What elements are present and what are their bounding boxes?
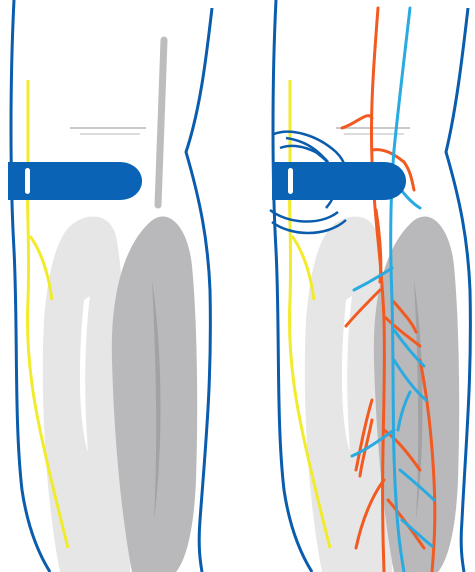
limb-outline-right-inner [273, 0, 312, 572]
cuff-mark-left [25, 168, 30, 194]
limb-outline-left-inner [11, 0, 50, 572]
bone-line-left [158, 40, 164, 205]
muscle-dark-left [112, 216, 197, 572]
right-panel [270, 0, 470, 572]
cuff-mark-right [288, 168, 293, 194]
left-panel [8, 0, 212, 572]
